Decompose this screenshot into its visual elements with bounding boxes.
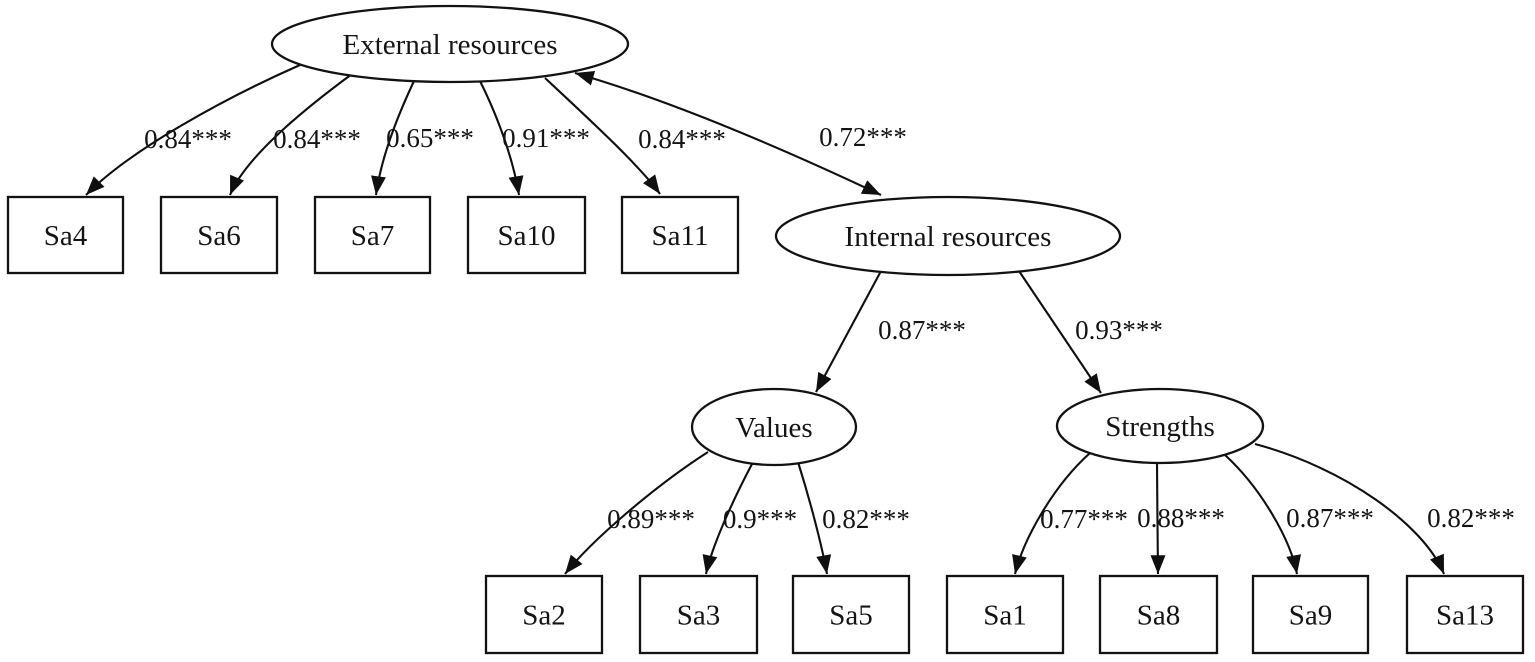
coefficient-label-internal-values: 0.87*** [878,315,966,345]
node-values: Values [690,387,858,467]
node-external: External resources [270,4,630,84]
observed-variable-rect [638,574,759,655]
coefficient-label-external-internal: 0.72*** [819,122,907,152]
node-label-sa9: Sa9 [1289,600,1333,632]
node-label-sa8: Sa8 [1137,600,1181,632]
edge-internal-strengths [1018,270,1102,394]
edge-external-sa6 [229,73,353,196]
latent-variable-ellipse [1055,387,1265,465]
edge-external-sa7 [371,80,415,196]
node-sa13: Sa13 [1405,574,1525,655]
node-sa3: Sa3 [638,574,759,655]
latent-variable-ellipse [774,195,1122,277]
observed-variable-rect [313,195,432,275]
node-strengths: Strengths [1055,387,1265,465]
node-sa9: Sa9 [1251,574,1370,655]
node-label-values: Values [735,412,812,444]
edge-values-sa2 [564,451,709,575]
node-sa7: Sa7 [313,195,432,275]
edge-layer: 0.84*** 0.84*** 0.65*** 0.91*** 0.84*** 0.72*… [85,64,1515,575]
node-label-sa11: Sa11 [652,220,709,252]
coefficient-label-strengths-sa13: 0.82*** [1427,503,1515,533]
latent-variable-ellipse [270,4,630,84]
coefficient-label-external-sa7: 0.65*** [386,123,474,153]
edge-strengths-sa1 [1012,452,1091,575]
coefficient-label-strengths-sa9: 0.87*** [1286,503,1374,533]
observed-variable-rect [159,195,279,275]
observed-variable-rect [484,574,604,655]
node-sa2: Sa2 [484,574,604,655]
node-label-sa1: Sa1 [983,600,1027,632]
node-label-sa3: Sa3 [677,600,721,632]
coefficient-label-external-sa10: 0.91*** [502,123,590,153]
coefficient-label-external-sa6: 0.84*** [273,124,361,154]
observed-variable-rect [466,195,587,275]
edge-strengths-sa9 [1224,454,1302,575]
latent-variable-ellipse [690,387,858,467]
node-label-internal: Internal resources [845,221,1052,253]
observed-variable-rect [1405,574,1525,655]
edge-external-internal [574,71,882,196]
node-label-sa4: Sa4 [44,220,88,252]
edge-strengths-sa13 [1254,442,1445,575]
edge-external-sa10 [479,80,524,196]
edge-strengths-sa8 [1150,462,1166,575]
coefficient-label-external-sa4: 0.84*** [144,124,232,154]
coefficient-label-strengths-sa8: 0.88*** [1137,503,1225,533]
node-sa8: Sa8 [1098,574,1219,655]
coefficient-label-values-sa2: 0.89*** [607,504,695,534]
edge-external-sa4 [85,64,301,196]
node-label-sa5: Sa5 [829,600,873,632]
node-label-sa7: Sa7 [351,220,395,252]
node-label-sa13: Sa13 [1436,600,1494,632]
coefficient-label-values-sa5: 0.82*** [822,504,910,534]
node-sa10: Sa10 [466,195,587,275]
node-sa4: Sa4 [6,195,125,275]
node-label-external: External resources [343,29,558,61]
edge-internal-values [815,270,882,393]
node-sa6: Sa6 [159,195,279,275]
node-sa1: Sa1 [945,574,1065,655]
coefficient-label-external-sa11: 0.84*** [638,124,726,154]
observed-variable-rect [945,574,1065,655]
edge-values-sa3 [702,463,753,575]
node-internal: Internal resources [774,195,1122,277]
coefficient-label-values-sa3: 0.9*** [723,504,797,534]
edge-values-sa5 [796,461,832,575]
observed-variable-rect [6,195,125,275]
observed-variable-rect [791,574,911,655]
node-label-sa2: Sa2 [522,600,566,632]
node-label-sa6: Sa6 [197,220,241,252]
node-sa11: Sa11 [620,195,740,275]
observed-variable-rect [1251,574,1370,655]
node-label-sa10: Sa10 [498,220,556,252]
coefficient-label-internal-strengths: 0.93*** [1075,315,1163,345]
observed-variable-rect [1098,574,1219,655]
node-sa5: Sa5 [791,574,911,655]
node-label-strengths: Strengths [1105,411,1215,443]
coefficient-label-strengths-sa1: 0.77*** [1040,504,1128,534]
observed-variable-rect [620,195,740,275]
